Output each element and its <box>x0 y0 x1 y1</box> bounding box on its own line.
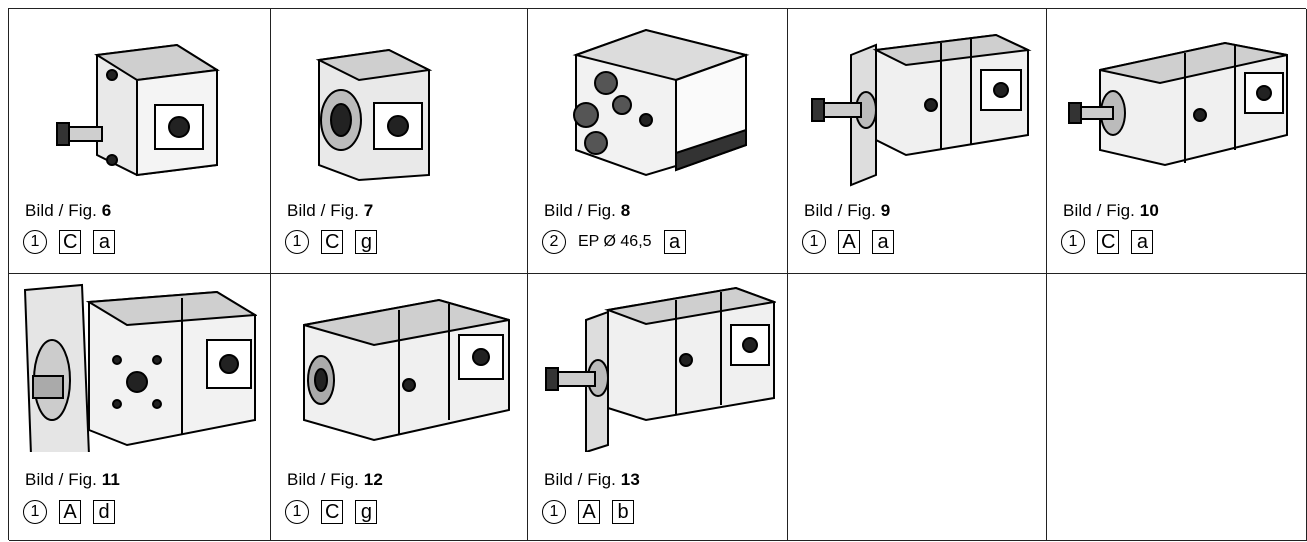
figure-cell-7: Bild / Fig. 7 1 C g <box>271 9 528 274</box>
boxed-code: A <box>59 500 81 524</box>
figure-caption: Bild / Fig. 12 <box>287 470 383 489</box>
boxed-code: a <box>1131 230 1154 254</box>
boxed-code: g <box>355 230 378 254</box>
gear-pump-flange-icon <box>796 15 1036 187</box>
figure-caption: Bild / Fig. 7 <box>287 201 374 220</box>
boxed-code: C <box>321 500 344 524</box>
figure-codes: 1 C a <box>1061 230 1154 254</box>
figure-codes: 1 C a <box>23 230 116 254</box>
boxed-code: a <box>663 230 686 254</box>
circled-code: 2 <box>542 230 566 254</box>
figure-caption: Bild / Fig. 11 <box>25 470 120 489</box>
figure-cell-10: Bild / Fig. 10 1 C a <box>1047 9 1307 274</box>
gear-pump-long-icon <box>1055 15 1295 187</box>
figure-cell-8: Bild / Fig. 8 2 EP Ø 46,5 a <box>528 9 788 274</box>
empty-cell <box>1047 274 1307 541</box>
gear-pump-flange-large-icon <box>17 280 257 452</box>
circled-code: 1 <box>542 500 566 524</box>
boxed-code: A <box>578 500 600 524</box>
boxed-code: g <box>355 500 378 524</box>
boxed-code: A <box>838 230 860 254</box>
figure-cell-11: Bild / Fig. 11 1 A d <box>9 274 271 541</box>
boxed-code: a <box>872 230 894 254</box>
circled-code: 1 <box>23 500 47 524</box>
figure-caption: Bild / Fig. 6 <box>25 201 112 220</box>
empty-cell <box>788 274 1047 541</box>
circled-code: 1 <box>1061 230 1085 254</box>
gear-pump-tandem-flange-icon <box>536 280 776 452</box>
figure-caption: Bild / Fig. 8 <box>544 201 631 220</box>
figure-cell-9: Bild / Fig. 9 1 A a <box>788 9 1047 274</box>
figure-table: Bild / Fig. 6 1 C a Bild / Fig. 7 <box>8 8 1307 541</box>
figure-codes: 1 C g <box>285 500 378 524</box>
figure-codes: 1 A a <box>802 230 894 254</box>
figure-codes: 1 A b <box>542 500 634 524</box>
boxed-code: C <box>321 230 344 254</box>
figure-cell-6: Bild / Fig. 6 1 C a <box>9 9 271 274</box>
boxed-code: C <box>1097 230 1120 254</box>
circled-code: 1 <box>285 230 309 254</box>
gear-pump-short-icon <box>279 15 519 187</box>
gear-pump-compact-icon <box>17 15 257 187</box>
figure-cell-12: Bild / Fig. 12 1 C g <box>271 274 528 541</box>
ep-diameter-label: EP Ø 46,5 <box>578 233 652 250</box>
boxed-code: C <box>59 230 82 254</box>
figure-cell-13: Bild / Fig. 13 1 A b <box>528 274 788 541</box>
figure-caption: Bild / Fig. 9 <box>804 201 891 220</box>
figure-caption: Bild / Fig. 13 <box>544 470 640 489</box>
gear-pump-block-icon <box>536 15 776 187</box>
figure-caption: Bild / Fig. 10 <box>1063 201 1159 220</box>
gear-pump-tandem-icon <box>279 280 519 452</box>
circled-code: 1 <box>802 230 826 254</box>
boxed-code: a <box>93 230 116 254</box>
figure-codes: 1 A d <box>23 500 115 524</box>
boxed-code: d <box>93 500 115 524</box>
boxed-code: b <box>612 500 634 524</box>
figure-codes: 2 EP Ø 46,5 a <box>542 230 686 254</box>
figure-codes: 1 C g <box>285 230 378 254</box>
circled-code: 1 <box>23 230 47 254</box>
circled-code: 1 <box>285 500 309 524</box>
